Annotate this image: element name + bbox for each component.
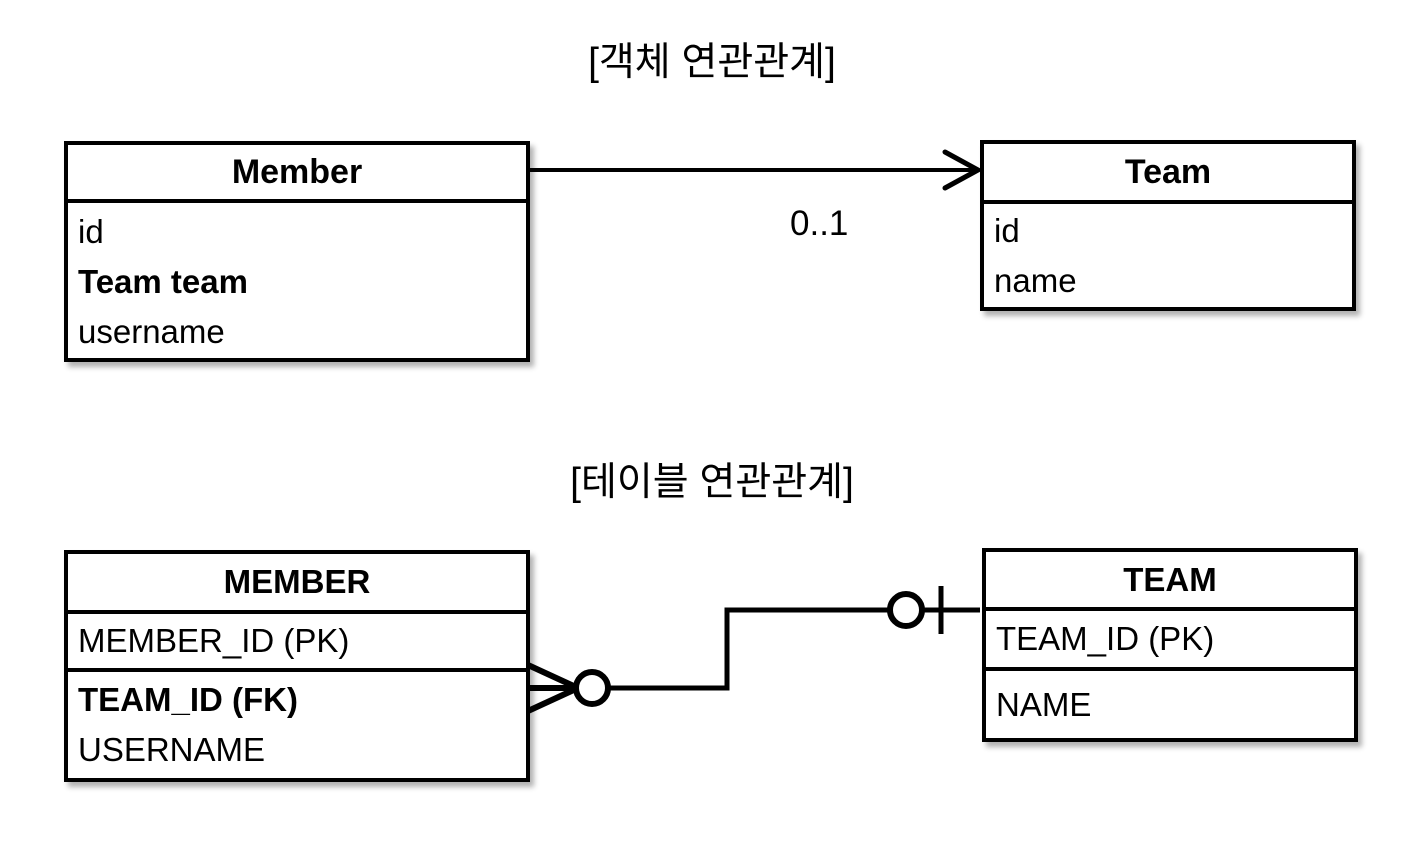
attribute-row: username [78,312,225,350]
zero-circle-icon [573,669,611,707]
attribute-row: id [994,211,1020,249]
open-arrowhead-icon [942,149,984,191]
member-table-pk-section: MEMBER_ID (PK) [68,610,526,668]
team-table-box[interactable]: TEAM TEAM_ID (PK) NAME [982,548,1358,742]
member-class-box[interactable]: Member id Team team username [64,141,530,362]
table-section-title: [테이블 연관관계] [570,461,854,504]
attribute-row: name [994,261,1077,299]
member-table-name: MEMBER [223,563,371,600]
team-table-pk-section: TEAM_ID (PK) [986,607,1354,667]
column-row: USERNAME [78,731,266,768]
crows-foot-many-icon [526,662,580,714]
team-class-attributes: id name [984,200,1352,307]
relationship-line [605,607,891,691]
member-class-attributes: id Team team username [68,199,526,358]
column-row: TEAM_ID (PK) [996,620,1215,657]
object-section-title: [객체 연관관계] [588,41,836,84]
team-class-name: Team [1124,152,1212,191]
attribute-row: Team team [78,262,248,300]
team-table-name: TEAM [1123,560,1217,598]
team-table-columns-section: NAME [986,667,1354,738]
column-row: TEAM_ID (FK) [78,681,298,718]
column-row: NAME [996,685,1092,723]
team-class-box[interactable]: Team id name [980,140,1356,311]
member-table-columns-section: TEAM_ID (FK) USERNAME [68,668,526,778]
column-row: MEMBER_ID (PK) [78,622,350,659]
member-class-name: Member [231,152,363,191]
member-table-box[interactable]: MEMBER MEMBER_ID (PK) TEAM_ID (FK) USERN… [64,550,530,782]
zero-circle-icon [887,591,925,629]
multiplicity-label: 0..1 [790,204,849,243]
attribute-row: id [78,212,104,250]
